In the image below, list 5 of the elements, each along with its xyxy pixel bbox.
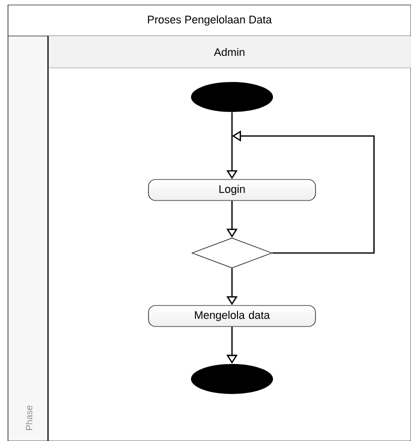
action-box: Mengelola data: [148, 305, 316, 327]
end-node: [191, 364, 273, 394]
phase-label: Phase: [26, 406, 32, 430]
action-box: Login: [148, 179, 316, 201]
start-node: [191, 82, 273, 112]
